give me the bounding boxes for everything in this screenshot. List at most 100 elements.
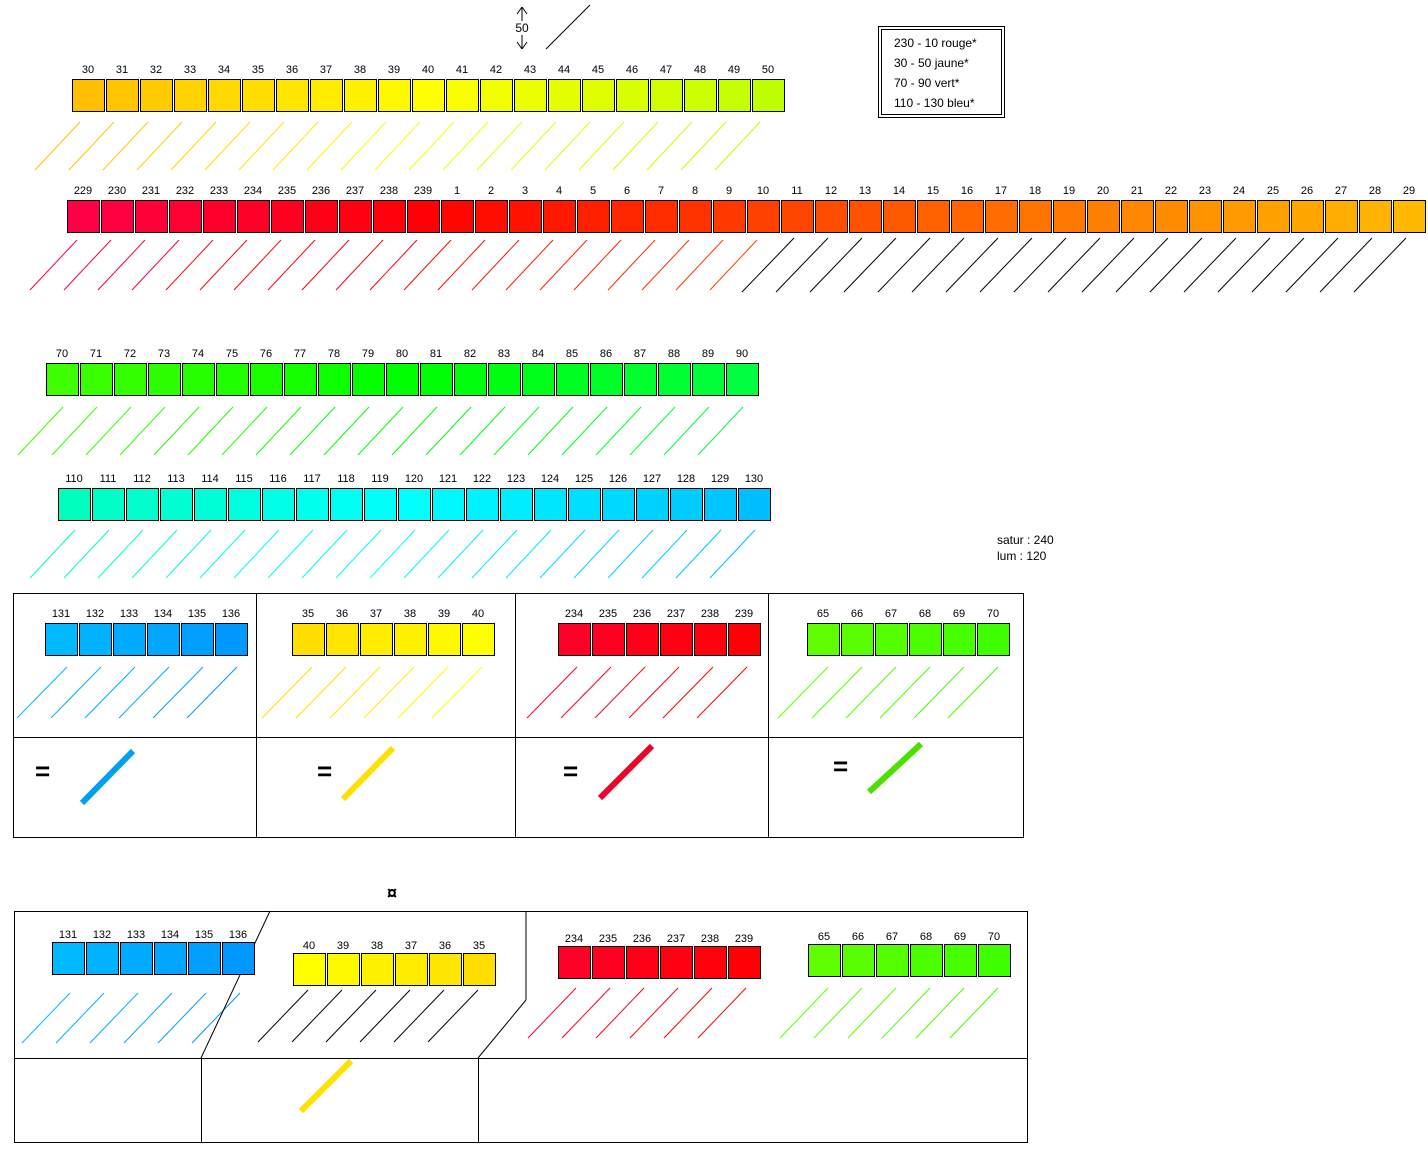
hue-label: 21: [1130, 185, 1144, 197]
hue-square: [910, 944, 943, 977]
hue-square: [488, 363, 521, 396]
hue-square: [292, 623, 325, 656]
hue-square: [113, 623, 146, 656]
hatch-line: [325, 989, 377, 1043]
hue-label: 231: [141, 185, 161, 197]
hatch-line: [505, 239, 554, 291]
hue-square: [373, 200, 406, 233]
hue-square: [543, 200, 576, 233]
hue-square: [876, 944, 909, 977]
hue-label: 66: [851, 931, 865, 943]
hatch-line-black: [1149, 237, 1203, 293]
hatch-line: [187, 406, 234, 456]
hatch-line-black: [1285, 237, 1339, 293]
hue-label: 239: [734, 608, 754, 620]
hue-square: [441, 200, 474, 233]
hue-square: [67, 200, 100, 233]
hue-label: 22: [1164, 185, 1178, 197]
hatch-line: [84, 666, 136, 719]
hue-square: [1393, 200, 1426, 233]
hue-label: 116: [269, 473, 287, 485]
hue-label: 15: [926, 185, 940, 197]
hue-square: [978, 944, 1011, 977]
hatch-line: [340, 121, 387, 171]
hue-square: [985, 200, 1018, 233]
hue-label: 70: [986, 608, 1000, 620]
hue-label: 48: [693, 64, 707, 76]
hue-square: [548, 79, 581, 112]
hatch-line: [63, 239, 112, 291]
legend-item-vert: 70 - 90 vert*: [894, 76, 960, 90]
hue-square: [509, 200, 542, 233]
hue-label: 69: [952, 608, 966, 620]
hue-label: 79: [361, 348, 375, 360]
hue-label: 76: [259, 348, 273, 360]
hatch-line: [238, 121, 285, 171]
color-stroke-jaune-result: [298, 1058, 354, 1114]
hue-square: [1121, 200, 1154, 233]
hue-square: [624, 363, 657, 396]
hue-square: [558, 623, 591, 656]
hue-square: [522, 363, 555, 396]
hatch-line: [55, 992, 105, 1044]
hue-label: 35: [472, 940, 486, 952]
hue-square: [262, 488, 295, 521]
hue-label: 80: [395, 348, 409, 360]
hue-square: [728, 623, 761, 656]
sample-diagonal-stroke: [545, 4, 591, 50]
hue-square: [271, 200, 304, 233]
hatch-line: [363, 666, 415, 719]
hatch-line: [425, 406, 472, 456]
hue-square: [106, 79, 139, 112]
hue-label: 11: [791, 185, 803, 197]
hue-label: 232: [175, 185, 195, 197]
hue-square: [670, 488, 703, 521]
hatch-line: [186, 666, 238, 719]
hue-square: [1257, 200, 1290, 233]
hue-label: 83: [497, 348, 511, 360]
hue-label: 49: [727, 64, 741, 76]
table2-row-divider: [14, 1058, 1028, 1059]
hue-square: [407, 200, 440, 233]
hue-label: 65: [816, 608, 830, 620]
hatch-line: [594, 666, 646, 719]
hue-label: 122: [472, 473, 492, 485]
hue-square: [694, 623, 727, 656]
hue-square: [568, 488, 601, 521]
hue-label: 67: [885, 931, 899, 943]
hue-label: 32: [149, 64, 163, 76]
hatch-line: [476, 121, 523, 171]
hue-label: 40: [421, 64, 435, 76]
hatch-line: [199, 529, 246, 579]
hue-label: 24: [1232, 185, 1246, 197]
hatch-line: [29, 529, 76, 579]
hue-label: 67: [884, 608, 898, 620]
hue-square: [394, 623, 427, 656]
hue-square: [58, 488, 91, 521]
hue-square: [395, 953, 428, 986]
hue-label: 135: [187, 608, 207, 620]
hatch-line: [89, 992, 139, 1044]
hue-square: [215, 623, 248, 656]
hatch-line: [393, 989, 445, 1043]
hue-square: [140, 79, 173, 112]
legend-box: 230 - 10 rouge* 30 - 50 jaune* 70 - 90 v…: [878, 26, 1005, 118]
hue-label: 3: [521, 185, 529, 197]
hatch-line: [813, 987, 863, 1039]
hue-square: [147, 623, 180, 656]
hue-square: [330, 488, 363, 521]
hatch-line-black: [843, 237, 897, 293]
hue-label: 127: [642, 473, 662, 485]
hue-square: [726, 363, 759, 396]
table1-col-divider-1: [256, 593, 257, 838]
hue-square: [592, 946, 625, 979]
hue-label: 131: [58, 929, 78, 941]
hue-square: [463, 953, 496, 986]
table2-bottom-divider-2: [478, 1058, 479, 1143]
hatch-line-black: [1013, 237, 1067, 293]
hue-label: 26: [1300, 185, 1314, 197]
hue-label: 68: [919, 931, 933, 943]
hatch-line: [51, 406, 98, 456]
hue-square: [500, 488, 533, 521]
